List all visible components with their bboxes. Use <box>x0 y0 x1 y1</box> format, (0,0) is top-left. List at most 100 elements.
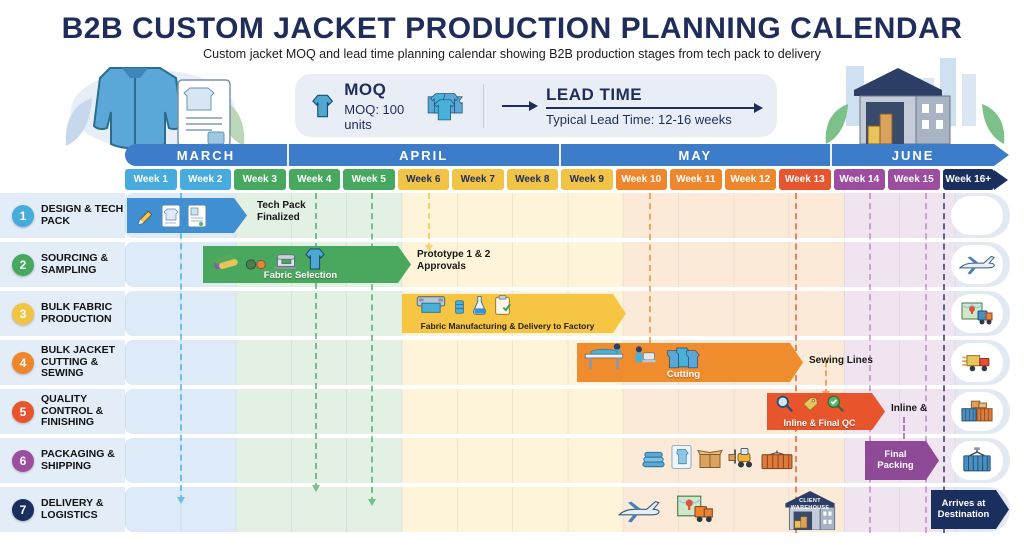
thread-spool-icon <box>454 298 465 316</box>
express-truck-icon <box>962 354 990 371</box>
fabric-rolls-icon <box>213 251 239 271</box>
arrow-right-icon <box>502 100 538 111</box>
buttons-icon <box>245 258 267 271</box>
polybag-jacket-icon <box>671 445 692 469</box>
week-cell-16: Week 16+ <box>942 169 994 190</box>
guide-line-week14 <box>869 193 871 533</box>
lead-time-arrow-icon <box>546 102 763 113</box>
cutting-table-icon <box>583 343 625 371</box>
cutting-bar: Cutting <box>577 343 803 382</box>
client-warehouse: CLIENT WAREHOUSE <box>781 489 839 535</box>
guide-line-week6 <box>425 193 433 252</box>
sewing-worker-icon <box>631 345 659 371</box>
week-cell-8: Week 8 <box>506 169 558 190</box>
stage-number-badge: 4 <box>12 351 34 374</box>
pencil-icon <box>135 208 155 228</box>
stage-label: BULK JACKET CUTTING & SEWING <box>41 343 116 380</box>
fabric-manufacturing-bar: Fabric Manufacturing & Delivery to Facto… <box>402 294 626 333</box>
week-cell-6: Week 6 <box>397 169 449 190</box>
guide-line-week4 <box>312 193 320 492</box>
inline-final-qc-label: Inline & Final QC <box>783 418 856 428</box>
week-cell-13: Week 13 <box>779 169 831 190</box>
cargo-plane-icon <box>617 500 660 523</box>
month-segment-march: MARCH <box>125 144 289 166</box>
inline-final-qc-bar: Inline & Final QC <box>767 393 885 430</box>
lead-time-value: Typical Lead Time: 12-16 weeks <box>546 111 732 127</box>
row6-endcap <box>951 441 1003 480</box>
jacket-icon <box>312 94 334 117</box>
shipping-container-icon <box>761 450 793 470</box>
guide-line-week2 <box>177 193 185 504</box>
page-subtitle: Custom jacket MOQ and lead time planning… <box>203 47 821 61</box>
design-tech-pack-bar <box>127 198 247 233</box>
month-segment-april: APRIL <box>289 144 561 166</box>
fabric-selection-label: Fabric Selection <box>263 270 338 281</box>
guide-line-week5 <box>368 193 376 506</box>
week-cell-10: Week 10 <box>615 169 667 190</box>
timeline-grid: Tech Pack Finalized <box>125 193 1010 538</box>
jackets-rack-icon <box>665 343 701 371</box>
arrives-at-destination-label: Arrives at Destination <box>937 497 990 520</box>
airplane-icon <box>958 255 995 274</box>
moq-value: MOQ: 100 units <box>344 101 405 132</box>
stage-number-badge: 5 <box>12 400 34 423</box>
stage-label: PACKAGING & SHIPPING <box>41 447 115 472</box>
moq-leadtime-info-box: MOQ MOQ: 100 units LEAD TIME Typical Lea… <box>295 74 777 137</box>
qc-checklist-icon <box>494 294 511 316</box>
tech-pack-finalized-note: Tech Pack Finalized <box>257 200 306 223</box>
moq-title: MOQ <box>344 79 387 99</box>
sample-jacket-icon <box>304 247 326 271</box>
guide-line-week16 <box>943 193 945 533</box>
final-packing-label: Final Packing <box>877 448 914 471</box>
timeline-row-delivery-logistics: CLIENT WAREHOUSE Arrives at Destination <box>125 487 1010 532</box>
divider <box>483 83 484 128</box>
fabric-printer-icon <box>414 294 448 316</box>
row3-endcap <box>951 294 1003 333</box>
stage-number-badge: 3 <box>12 302 34 325</box>
tag-icon <box>801 395 819 413</box>
week-cell-15: Week 15 <box>888 169 940 190</box>
check-magnifier-icon <box>826 394 845 413</box>
timeline-row-quality-control: Inline & Final QC Inline & <box>125 389 1010 434</box>
week-cell-14: Week 14 <box>833 169 885 190</box>
containers-boxes-icon <box>961 400 993 422</box>
stage-label: SOURCING & SAMPLING <box>41 251 109 276</box>
map-truck-icon <box>961 302 993 324</box>
sewing-lines-note: Sewing Lines <box>809 355 873 366</box>
prototype-approvals-note: Prototype 1 & 2 Approvals <box>417 249 491 272</box>
week-cell-4: Week 4 <box>288 169 340 190</box>
week-cell-2: Week 2 <box>179 169 231 190</box>
fabric-selection-bar: Fabric Selection <box>203 246 411 283</box>
guide-line-week15 <box>925 193 927 533</box>
week-cell-11: Week 11 <box>670 169 722 190</box>
week-cell-1: Week 1 <box>125 169 177 190</box>
week-cell-7: Week 7 <box>452 169 504 190</box>
jacket-group-icon <box>427 92 463 120</box>
sewing-machine-icon <box>273 251 298 271</box>
warehouse-city-illustration <box>825 58 1005 145</box>
timeline-row-design-tech-pack: Tech Pack Finalized <box>125 193 1010 238</box>
stage-number-badge: 6 <box>12 449 34 472</box>
stage-number-badge: 7 <box>12 498 34 521</box>
month-segment-may: MAY <box>561 144 833 166</box>
row4-endcap <box>951 343 1003 382</box>
fabric-manufacturing-label: Fabric Manufacturing & Delivery to Facto… <box>420 321 595 331</box>
folded-jackets-icon <box>642 451 665 468</box>
final-packing-bar: Final Packing <box>865 441 939 480</box>
timeline-row-sourcing-sampling: Fabric Selection Prototype 1 & 2 Approva… <box>125 242 1010 287</box>
week-cell-5: Week 5 <box>343 169 395 190</box>
week-cell-9: Week 9 <box>561 169 613 190</box>
stage-label: DESIGN & TECH PACK <box>41 202 124 227</box>
week-row-arrow <box>994 169 1008 190</box>
row2-endcap <box>951 245 1003 284</box>
guide-line-week10 <box>649 193 651 343</box>
month-bar-arrow <box>994 144 1009 166</box>
stage-item-4: 4 BULK JACKET CUTTING & SEWING <box>0 340 125 385</box>
row5-endcap <box>951 392 1003 431</box>
delivery-map-truck-icon <box>677 495 713 523</box>
